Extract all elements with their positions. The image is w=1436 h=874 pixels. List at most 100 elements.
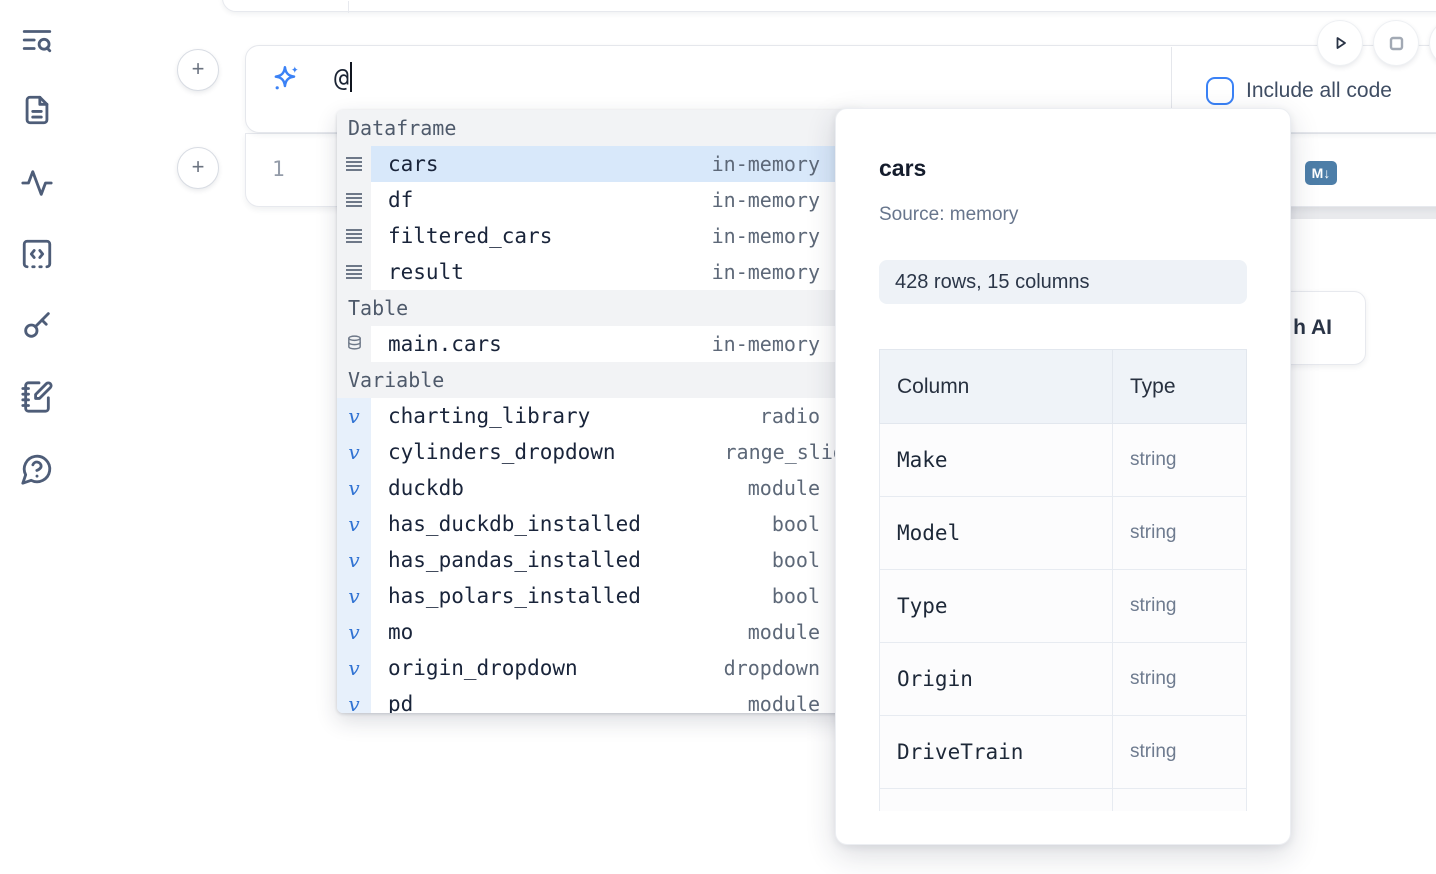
schema-row: DriveTrain string (879, 715, 1247, 789)
item-type: in-memory (711, 260, 820, 284)
preview-shape-badge: 428 rows, 15 columns (879, 260, 1247, 304)
item-type: radio (759, 404, 820, 428)
item-type: in-memory (711, 224, 820, 248)
schema-col-name: Make (879, 423, 1113, 497)
section-label: Variable (348, 368, 445, 392)
dataframe-icon (346, 265, 362, 279)
text-search-icon[interactable] (20, 23, 54, 57)
schema-row: Type string (879, 569, 1247, 643)
item-name: has_duckdb_installed (388, 512, 641, 536)
schema-col-name: Origin (879, 642, 1113, 716)
schema-header-row: Column Type (879, 349, 1247, 424)
prompt-divider (1171, 47, 1172, 133)
schema-row: Model string (879, 496, 1247, 570)
completion-section-header: Variable (337, 362, 858, 398)
item-name: main.cars (388, 332, 502, 356)
variable-icon: v (348, 692, 360, 713)
schema-col-type: string (1112, 423, 1247, 497)
schema-header-column: Column (879, 349, 1113, 424)
item-name: duckdb (388, 476, 464, 500)
schema-col-name: Type (879, 569, 1113, 643)
notebook-pen-icon[interactable] (20, 380, 54, 414)
completion-item-charting-library[interactable]: v charting_library radio (337, 398, 858, 434)
preview-source: Source: memory (879, 204, 1019, 225)
run-cell-button[interactable] (1318, 21, 1362, 65)
add-cell-button-top[interactable]: + (177, 49, 219, 91)
dataframe-icon (346, 193, 362, 207)
schema-row-partial (879, 788, 1247, 811)
completion-item-origin-dropdown[interactable]: v origin_dropdown dropdown (337, 650, 858, 686)
previous-cell-edge (222, 0, 1436, 13)
item-name: origin_dropdown (388, 656, 578, 680)
variable-icon: v (348, 656, 360, 680)
completion-item-mo[interactable]: v mo module (337, 614, 858, 650)
preview-schema-table: Column Type Make string Model string Typ… (879, 349, 1247, 811)
item-type: bool (771, 584, 820, 608)
ai-sparkle-icon (270, 63, 302, 95)
completion-item-cars[interactable]: cars in-memory (337, 146, 858, 182)
item-name: df (388, 188, 414, 212)
include-all-code-label: Include all code (1246, 79, 1392, 102)
help-chat-icon[interactable] (20, 452, 54, 486)
completion-item-has-duckdb-installed[interactable]: v has_duckdb_installed bool (337, 506, 858, 542)
completion-item-main-cars[interactable]: main.cars in-memory (337, 326, 858, 362)
snippets-icon[interactable] (20, 237, 54, 271)
preview-title: cars (879, 155, 927, 181)
datasource-completion-menu: Dataframe cars in-memory df in-memory filt… (337, 110, 858, 713)
item-type: module (747, 620, 820, 644)
prompt-value: @ (334, 63, 350, 92)
schema-header-type: Type (1112, 349, 1247, 424)
item-name: mo (388, 620, 414, 644)
variable-icon: v (348, 620, 360, 644)
completion-item-pd[interactable]: v pd module (337, 686, 858, 713)
variable-icon: v (348, 584, 360, 608)
stop-button[interactable] (1374, 21, 1418, 65)
variable-icon: v (348, 404, 360, 428)
item-name: has_pandas_installed (388, 548, 641, 572)
schema-row: Make string (879, 423, 1247, 497)
item-name: filtered_cars (388, 224, 553, 248)
completion-section-header: Table (337, 290, 858, 326)
table-icon (346, 334, 363, 355)
item-name: pd (388, 692, 414, 713)
completion-item-df[interactable]: df in-memory (337, 182, 858, 218)
item-type: module (747, 476, 820, 500)
schema-col-type: string (1112, 496, 1247, 570)
file-text-icon[interactable] (20, 93, 54, 127)
item-type: bool (771, 512, 820, 536)
include-all-code-checkbox[interactable] (1206, 77, 1234, 105)
add-cell-button-bottom[interactable]: + (177, 147, 219, 189)
activity-icon[interactable] (20, 166, 54, 200)
item-type: in-memory (711, 188, 820, 212)
completion-item-has-polars-installed[interactable]: v has_polars_installed bool (337, 578, 858, 614)
key-icon[interactable] (20, 308, 54, 342)
item-name: cars (388, 152, 439, 176)
variable-icon: v (348, 548, 360, 572)
item-type: in-memory (711, 332, 820, 356)
completion-item-filtered-cars[interactable]: filtered_cars in-memory (337, 218, 858, 254)
markdown-icon[interactable]: M↓ (1305, 160, 1337, 185)
variable-icon: v (348, 512, 360, 536)
line-number: 1 (272, 157, 285, 181)
item-name: cylinders_dropdown (388, 440, 616, 464)
schema-col-type: string (1112, 642, 1247, 716)
section-label: Dataframe (348, 116, 457, 140)
item-type: dropdown (723, 656, 820, 680)
item-name: has_polars_installed (388, 584, 641, 608)
dataframe-preview-popup: cars Source: memory 428 rows, 15 columns… (835, 108, 1291, 845)
schema-col-name: Model (879, 496, 1113, 570)
dataframe-icon (346, 157, 362, 171)
item-name: charting_library (388, 404, 591, 428)
ai-prompt-input[interactable]: @ (334, 62, 353, 92)
more-actions-button[interactable] (1430, 21, 1436, 65)
text-cursor (350, 62, 353, 92)
schema-row: Origin string (879, 642, 1247, 716)
item-type: module (747, 692, 820, 713)
item-type: in-memory (711, 152, 820, 176)
schema-col-type: string (1112, 715, 1247, 789)
